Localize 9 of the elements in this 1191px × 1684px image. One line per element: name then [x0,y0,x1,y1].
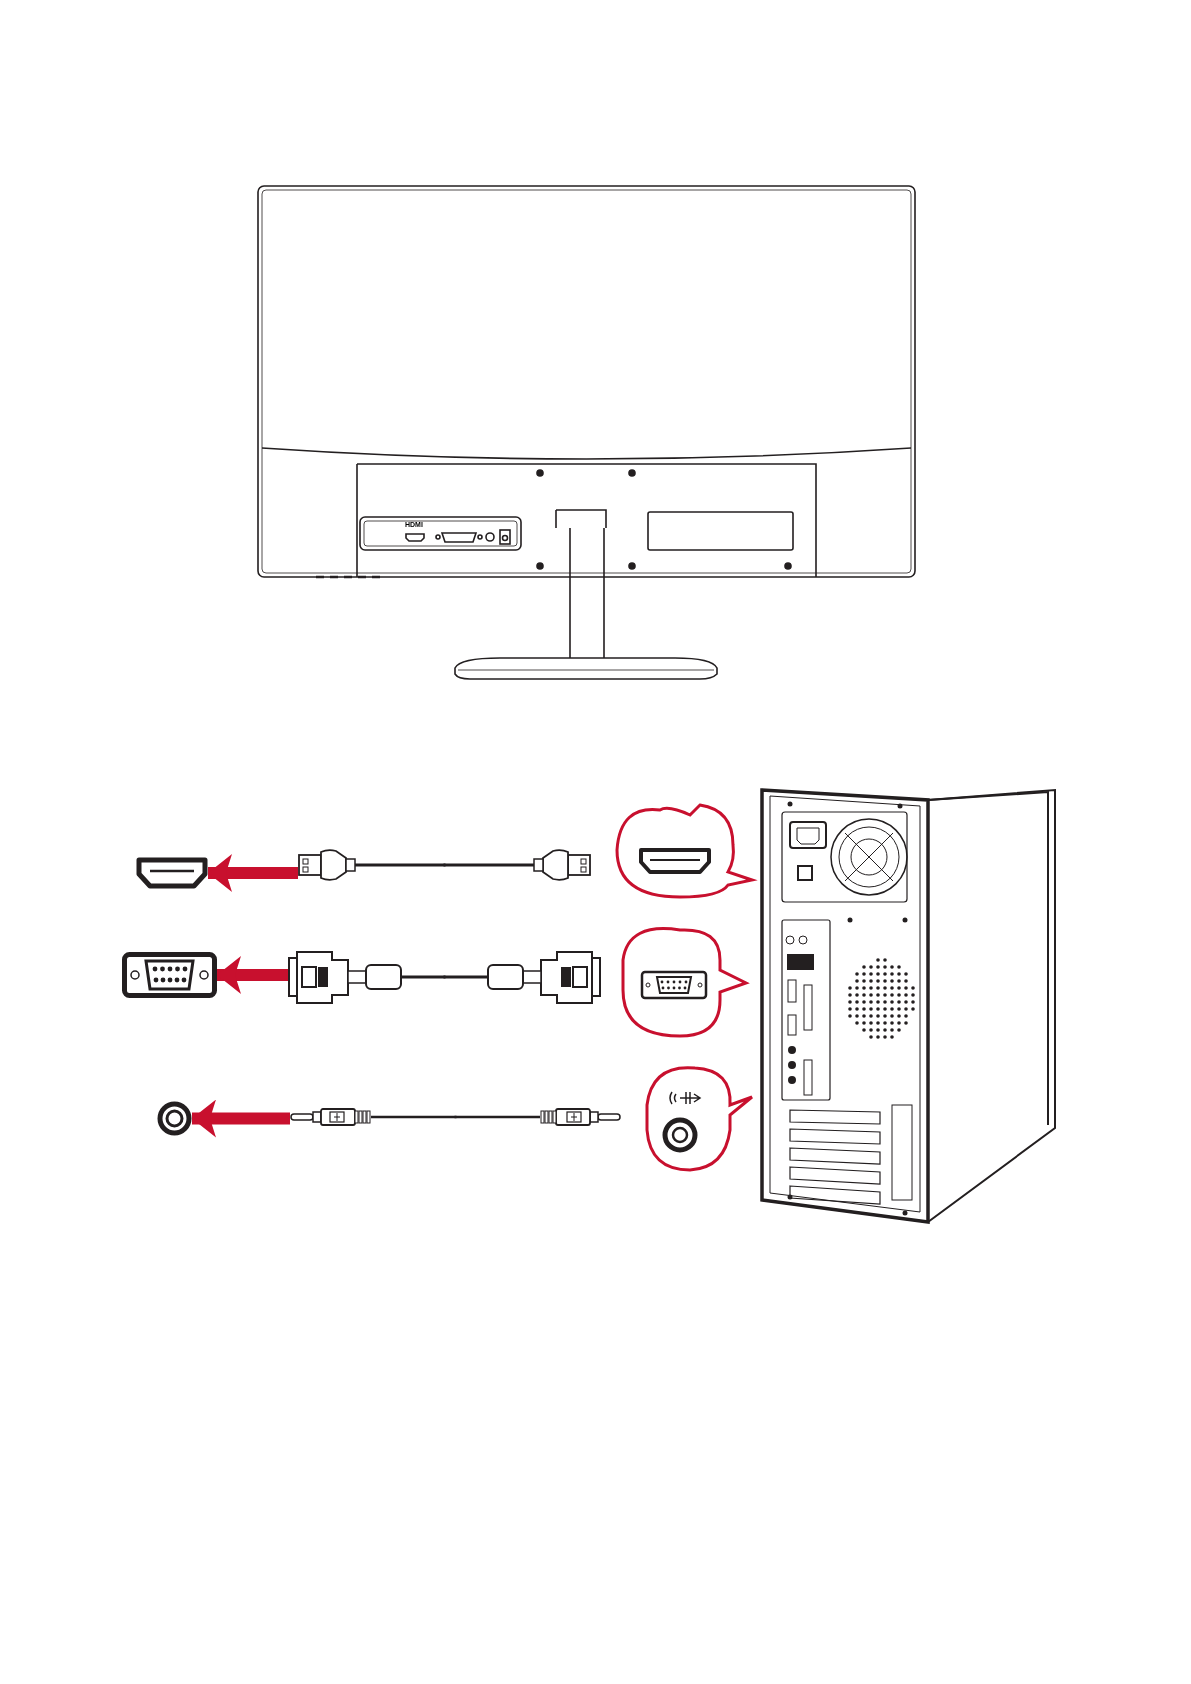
arrow [208,854,298,892]
hdmi-port-icon [136,857,208,889]
vga-cable [288,950,601,1005]
arrow [192,1099,290,1138]
audio-jack-icon [157,1101,192,1136]
hdmi-cable [298,848,591,882]
audio-cable [290,1107,621,1129]
arrow [217,956,288,994]
vga-port-icon [122,952,217,998]
